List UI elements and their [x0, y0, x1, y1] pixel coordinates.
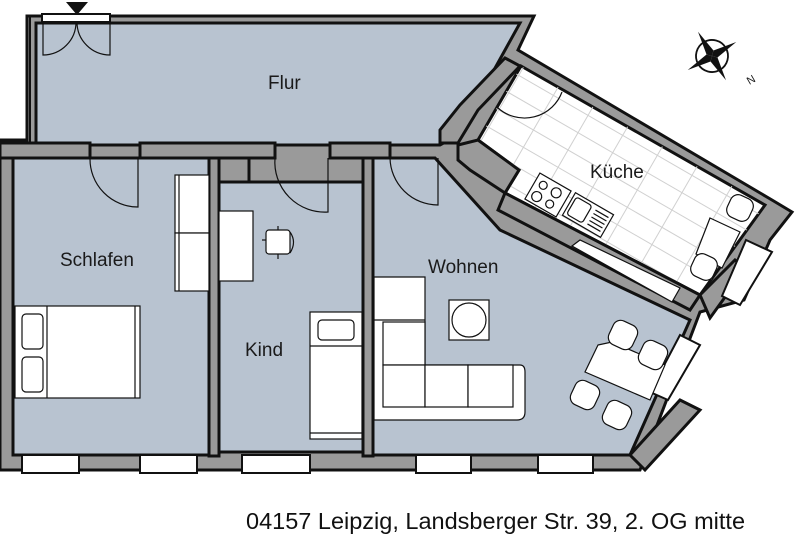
- address-caption: 04157 Leipzig, Landsberger Str. 39, 2. O…: [246, 508, 746, 534]
- wardrobe: [174, 174, 210, 292]
- office-chair: [262, 226, 295, 259]
- entrance-arrow-icon: [66, 2, 88, 15]
- stove: [524, 172, 572, 218]
- desk: [218, 210, 254, 282]
- windows: [21, 13, 774, 474]
- coffee-table: [448, 299, 490, 341]
- sink: [561, 191, 615, 239]
- label-kueche: Küche: [590, 162, 644, 183]
- corner-sofa: [373, 276, 526, 421]
- double-bed: [14, 305, 141, 399]
- label-wohnen: Wohnen: [428, 257, 498, 278]
- kitchen-table-set: [690, 194, 754, 281]
- label-flur: Flur: [268, 73, 301, 94]
- single-bed: [309, 311, 363, 440]
- label-kind: Kind: [245, 340, 283, 361]
- compass-north-label: N: [745, 73, 758, 87]
- dining-set: [569, 319, 669, 431]
- compass-rose-icon: [687, 31, 737, 81]
- label-schlafen: Schlafen: [60, 250, 134, 271]
- sideboard: [570, 239, 681, 303]
- doors: [42, 21, 563, 213]
